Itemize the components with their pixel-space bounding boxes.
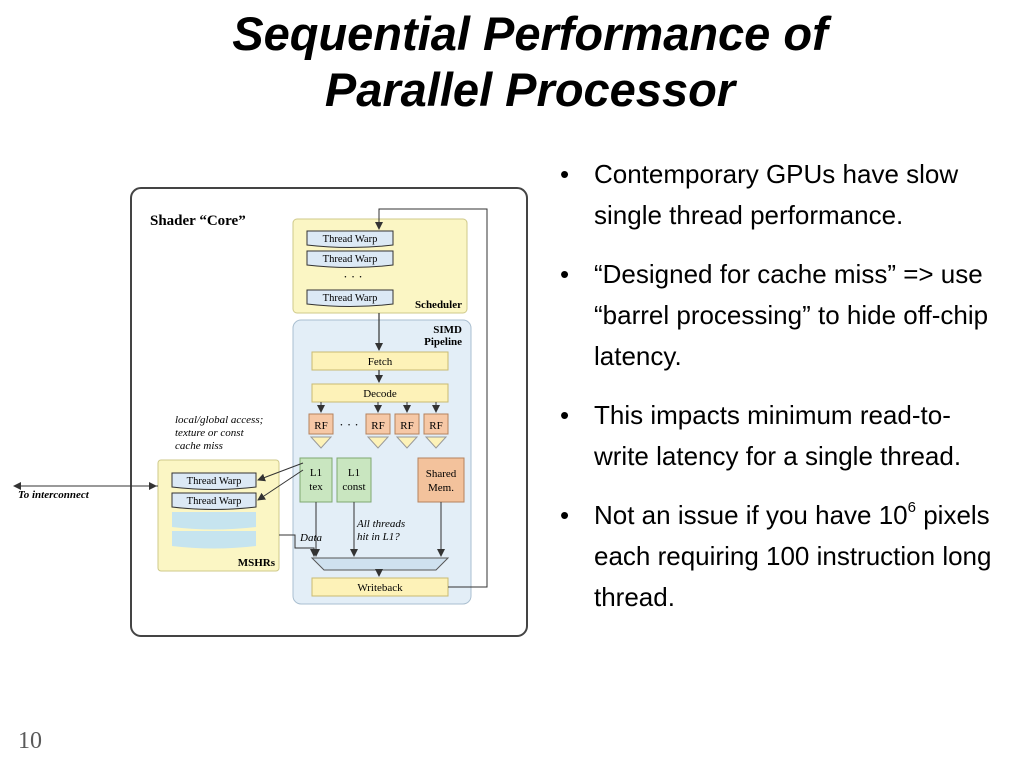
mshrs-label: MSHRs xyxy=(238,557,276,569)
thread-warp-2: Thread Warp xyxy=(306,250,394,268)
mshr-empty-slot-2 xyxy=(172,531,256,549)
writeback-label: Writeback xyxy=(357,582,403,594)
svg-text:Thread Warp: Thread Warp xyxy=(323,293,378,304)
to-interconnect-label: To interconnect xyxy=(18,489,90,501)
svg-text:RF: RF xyxy=(314,420,327,432)
mshr-thread-warp-2: Thread Warp xyxy=(171,492,257,510)
writeback-mux xyxy=(310,557,450,571)
thread-warp-3: Thread Warp xyxy=(306,289,394,307)
access-note-3: cache miss xyxy=(175,440,223,452)
svg-text:L1: L1 xyxy=(310,467,322,479)
svg-text:const: const xyxy=(342,481,365,493)
warp-ellipsis: · · · xyxy=(343,269,363,284)
svg-text:Thread Warp: Thread Warp xyxy=(323,254,378,265)
bullet-3: •This impacts minimum read-to-write late… xyxy=(560,400,962,471)
shared-memory: Shared Mem. xyxy=(417,457,465,503)
core-title: Shader “Core” xyxy=(150,213,246,229)
svg-text:Shared: Shared xyxy=(426,468,457,480)
all-threads-label-2: hit in L1? xyxy=(357,531,400,543)
decode-label: Decode xyxy=(363,388,397,400)
l1-tex-cache: L1 tex xyxy=(299,457,333,503)
slide-title: Sequential Performance of Parallel Proce… xyxy=(60,6,1000,118)
bullet-2: •“Designed for cache miss” => use “barre… xyxy=(560,259,989,371)
shader-core-diagram: Shader “Core” Thread Warp Thread Warp · … xyxy=(13,187,528,637)
svg-text:L1: L1 xyxy=(348,467,360,479)
thread-warp-1: Thread Warp xyxy=(306,230,394,248)
simd-label-2: Pipeline xyxy=(424,336,462,348)
page-number: 10 xyxy=(18,728,42,754)
bullet-4: •Not an issue if you have 106 pixels eac… xyxy=(560,499,992,612)
fetch-label: Fetch xyxy=(368,356,393,368)
svg-text:RF: RF xyxy=(400,420,413,432)
svg-text:RF: RF xyxy=(429,420,442,432)
mshr-thread-warp-1: Thread Warp xyxy=(171,472,257,490)
title-line-2: Parallel Processor xyxy=(324,63,736,116)
mshr-empty-slot-1 xyxy=(172,512,256,530)
l1-const-cache: L1 const xyxy=(336,457,372,503)
bullet-1: •Contemporary GPUs have slow single thre… xyxy=(560,159,959,230)
svg-text:RF: RF xyxy=(371,420,384,432)
rf-ellipsis: · · · xyxy=(339,417,359,432)
svg-text:Thread Warp: Thread Warp xyxy=(187,496,242,507)
data-label: Data xyxy=(299,532,323,544)
svg-text:Mem.: Mem. xyxy=(428,482,454,494)
register-files: RF · · · RF RF RF xyxy=(308,413,449,449)
exponent: 6 xyxy=(907,499,916,516)
scheduler-label: Scheduler xyxy=(415,299,462,311)
bullet-list: •Contemporary GPUs have slow single thre… xyxy=(556,154,996,636)
all-threads-label-1: All threads xyxy=(356,518,405,530)
access-note-2: texture or const xyxy=(175,427,245,439)
svg-text:tex: tex xyxy=(309,481,323,493)
decode-box xyxy=(311,383,449,403)
svg-text:Thread Warp: Thread Warp xyxy=(323,234,378,245)
svg-text:Thread Warp: Thread Warp xyxy=(187,476,242,487)
title-line-1: Sequential Performance of xyxy=(232,7,828,60)
fetch-box xyxy=(311,351,449,371)
simd-label-1: SIMD xyxy=(433,324,462,336)
access-note-1: local/global access; xyxy=(175,414,263,426)
